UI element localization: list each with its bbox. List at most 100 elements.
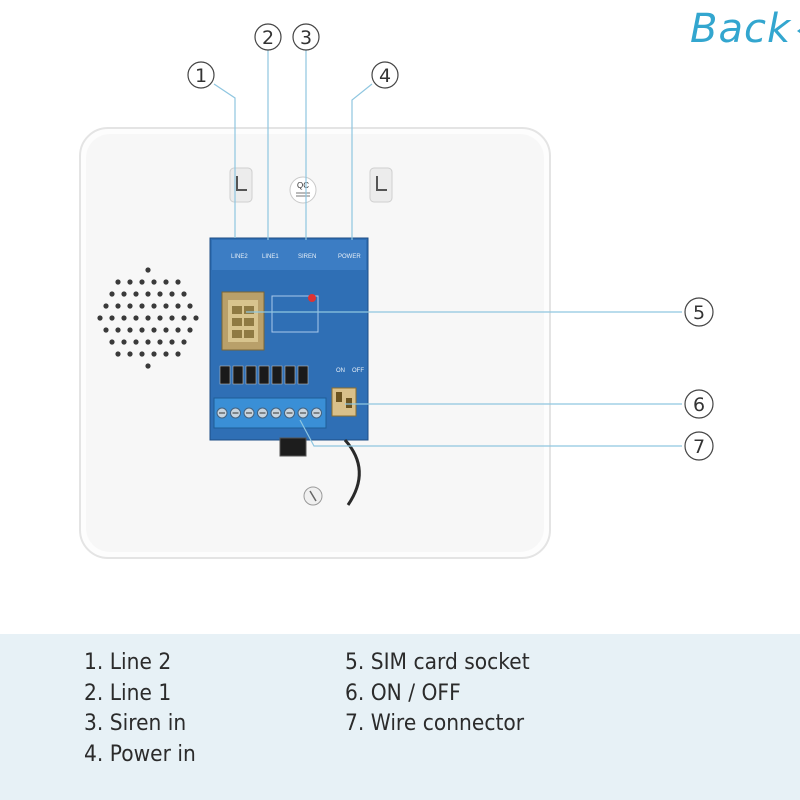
wire-connector xyxy=(213,397,327,429)
hanging-hook-right xyxy=(369,167,393,203)
qc-sticker-text: QC xyxy=(297,181,309,190)
callout-2-number: 2 xyxy=(262,27,274,49)
speaker-hole xyxy=(139,303,145,309)
speaker-hole xyxy=(151,279,157,285)
switch-label-off: OFF xyxy=(352,368,364,374)
speaker-hole xyxy=(163,351,169,357)
legend-column-left: 1. Line 2 2. Line 1 3. Siren in 4. Power… xyxy=(84,648,206,770)
speaker-hole xyxy=(97,315,103,321)
terminal-label-line1: LINE1 xyxy=(262,254,279,260)
speaker-hole xyxy=(169,291,175,297)
speaker-hole xyxy=(175,279,181,285)
speaker-hole xyxy=(109,315,115,321)
power-switch xyxy=(331,387,357,417)
board-chip xyxy=(284,365,296,385)
board-silkscreen xyxy=(271,295,319,333)
speaker-hole xyxy=(169,339,175,345)
legend-item-siren-in: 3. Siren in xyxy=(84,711,187,736)
legend-item-line2: 1. Line 2 xyxy=(84,650,172,675)
speaker-hole xyxy=(157,315,163,321)
speaker-hole xyxy=(157,291,163,297)
speaker-hole xyxy=(175,351,181,357)
back-arrow-icon xyxy=(797,20,800,42)
usb-port xyxy=(279,437,307,457)
speaker-hole xyxy=(109,339,115,345)
led-indicator xyxy=(308,294,316,302)
speaker-hole xyxy=(145,339,151,345)
speaker-hole xyxy=(163,279,169,285)
callout-7-number: 7 xyxy=(693,436,705,458)
board-chip xyxy=(219,365,231,385)
qc-sticker: QC xyxy=(289,176,317,204)
legend-item-wire-connector: 7. Wire connector xyxy=(345,711,525,736)
back-button[interactable]: Back xyxy=(690,6,800,52)
speaker-hole xyxy=(127,327,133,333)
speaker-hole xyxy=(133,291,139,297)
switch-label-on: ON xyxy=(336,368,345,374)
speaker-grille xyxy=(97,267,199,369)
legend-column-right: 5. SIM card socket 6. ON / OFF 7. Wire c… xyxy=(345,648,546,740)
speaker-hole xyxy=(145,363,151,369)
speaker-hole xyxy=(145,315,151,321)
speaker-hole xyxy=(121,315,127,321)
terminal-label-power: POWER xyxy=(338,254,361,260)
chip-row xyxy=(219,365,309,385)
speaker-hole xyxy=(139,351,145,357)
back-label: Back xyxy=(690,6,792,52)
speaker-hole xyxy=(133,315,139,321)
callout-1: 1 xyxy=(187,61,215,89)
callout-3: 3 xyxy=(292,23,320,51)
speaker-hole xyxy=(103,303,109,309)
speaker-hole xyxy=(127,351,133,357)
speaker-hole xyxy=(121,291,127,297)
speaker-hole xyxy=(115,351,121,357)
board-chip xyxy=(232,365,244,385)
speaker-hole xyxy=(181,291,187,297)
speaker-hole xyxy=(151,351,157,357)
speaker-hole xyxy=(193,315,199,321)
leader-lines xyxy=(213,50,682,447)
speaker-hole xyxy=(181,315,187,321)
speaker-hole xyxy=(127,303,133,309)
callout-7: 7 xyxy=(684,431,714,461)
board-chip xyxy=(258,365,270,385)
callout-6-number: 6 xyxy=(693,394,705,416)
speaker-hole xyxy=(121,339,127,345)
speaker-hole xyxy=(181,339,187,345)
board-chip xyxy=(245,365,257,385)
callout-6: 6 xyxy=(684,389,714,419)
terminal-label-siren: SIREN xyxy=(298,254,316,260)
speaker-hole xyxy=(115,303,121,309)
board-chip xyxy=(271,365,283,385)
speaker-hole xyxy=(151,327,157,333)
speaker-hole xyxy=(139,279,145,285)
terminal-label-line2: LINE2 xyxy=(231,254,248,260)
speaker-hole xyxy=(139,327,145,333)
speaker-hole xyxy=(127,279,133,285)
callout-4: 4 xyxy=(371,61,399,89)
speaker-hole xyxy=(175,327,181,333)
speaker-hole xyxy=(115,279,121,285)
speaker-hole xyxy=(163,303,169,309)
callout-5-number: 5 xyxy=(693,302,705,324)
speaker-hole xyxy=(145,291,151,297)
speaker-hole xyxy=(133,339,139,345)
speaker-hole xyxy=(115,327,121,333)
legend-item-power-in: 4. Power in xyxy=(84,741,196,767)
callout-3-number: 3 xyxy=(300,27,312,49)
speaker-hole xyxy=(109,291,115,297)
speaker-hole xyxy=(103,327,109,333)
board-chip xyxy=(297,365,309,385)
callout-4-number: 4 xyxy=(379,65,391,87)
device-diagram: QC LINE2 LINE1 SIREN POWER ON OFF xyxy=(79,23,714,559)
speaker-hole xyxy=(187,303,193,309)
sim-card-socket xyxy=(221,291,265,351)
speaker-hole xyxy=(145,267,151,273)
speaker-hole xyxy=(157,339,163,345)
callout-1-number: 1 xyxy=(195,65,207,87)
speaker-hole xyxy=(163,327,169,333)
legend-item-on-off: 6. ON / OFF xyxy=(345,680,461,706)
speaker-hole xyxy=(175,303,181,309)
hanging-hook-left xyxy=(229,167,253,203)
legend-item-sim-card-socket: 5. SIM card socket xyxy=(345,650,530,675)
